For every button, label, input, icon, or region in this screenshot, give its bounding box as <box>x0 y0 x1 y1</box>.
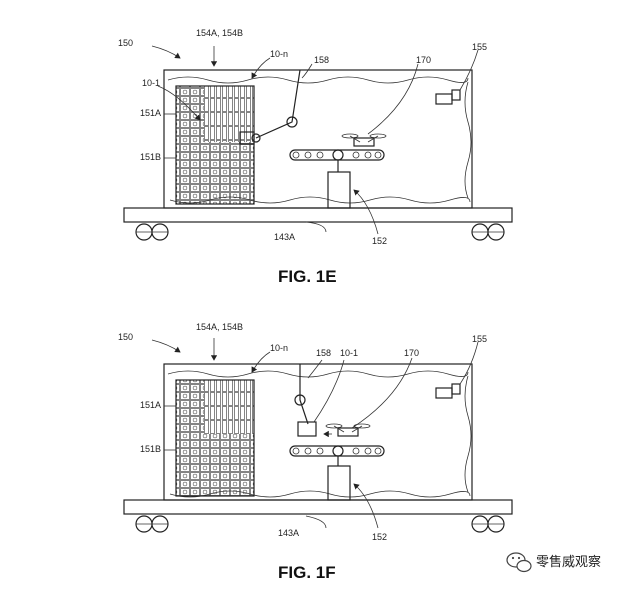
label-150: 150 <box>118 332 133 342</box>
shelf-unit-151b <box>176 438 204 496</box>
label-143a: 143A <box>274 232 295 242</box>
label-151a: 151A <box>140 108 161 118</box>
label-10n: 10-n <box>270 49 288 59</box>
label-158: 158 <box>314 55 329 65</box>
shelf-unit-10-1 <box>204 142 254 204</box>
label-152: 152 <box>372 532 387 542</box>
label-158: 158 <box>316 348 331 358</box>
container-box <box>163 363 473 501</box>
figure-caption: FIG. 1E <box>278 267 337 286</box>
conveyor-station <box>289 445 385 501</box>
label-170: 170 <box>416 55 431 65</box>
label-151b: 151B <box>140 444 161 454</box>
wechat-icon <box>506 552 532 573</box>
leader-lines <box>151 45 479 235</box>
figure-caption: FIG. 1F <box>278 563 336 582</box>
watermark: 零售威观察 <box>506 552 601 573</box>
shelf-unit-151a <box>176 86 204 146</box>
label-155: 155 <box>472 42 487 52</box>
label-170: 170 <box>404 348 419 358</box>
label-154: 154A, 154B <box>196 28 243 38</box>
railcar-bed <box>123 207 513 223</box>
label-151b: 151B <box>140 152 161 162</box>
drone-icon <box>341 133 387 147</box>
shelf-unit-151a <box>176 380 204 438</box>
shelf-unit-10n <box>204 380 254 434</box>
label-10-1: 10-1 <box>340 348 358 358</box>
label-143a: 143A <box>278 528 299 538</box>
drone-icon <box>323 423 371 438</box>
label-154: 154A, 154B <box>196 322 243 332</box>
shelf-unit-10n <box>204 86 254 142</box>
label-152: 152 <box>372 236 387 246</box>
leader-lines <box>151 338 479 529</box>
label-10n: 10-n <box>270 343 288 353</box>
label-150: 150 <box>118 38 133 48</box>
railcar-wheels <box>135 515 505 533</box>
figure-1f: 150 154A, 154B 10-n 158 10-1 170 155 151… <box>118 322 513 582</box>
robotic-arm <box>239 69 301 145</box>
shelf-unit-151b <box>176 146 204 204</box>
label-10-1: 10-1 <box>142 78 160 88</box>
railcar-bed <box>123 499 513 515</box>
figure-1e: 150 154A, 154B 10-n 158 170 155 10-1 151… <box>118 28 513 286</box>
container-box <box>163 69 473 209</box>
conveyor-station <box>289 149 385 209</box>
camera-icon <box>435 89 461 105</box>
watermark-text: 零售威观察 <box>536 554 601 570</box>
camera-icon <box>435 383 461 399</box>
label-151a: 151A <box>140 400 161 410</box>
robotic-arm <box>294 364 317 437</box>
shelf-unit-10-1 <box>204 434 254 496</box>
label-155: 155 <box>472 334 487 344</box>
railcar-wheels <box>135 223 505 241</box>
